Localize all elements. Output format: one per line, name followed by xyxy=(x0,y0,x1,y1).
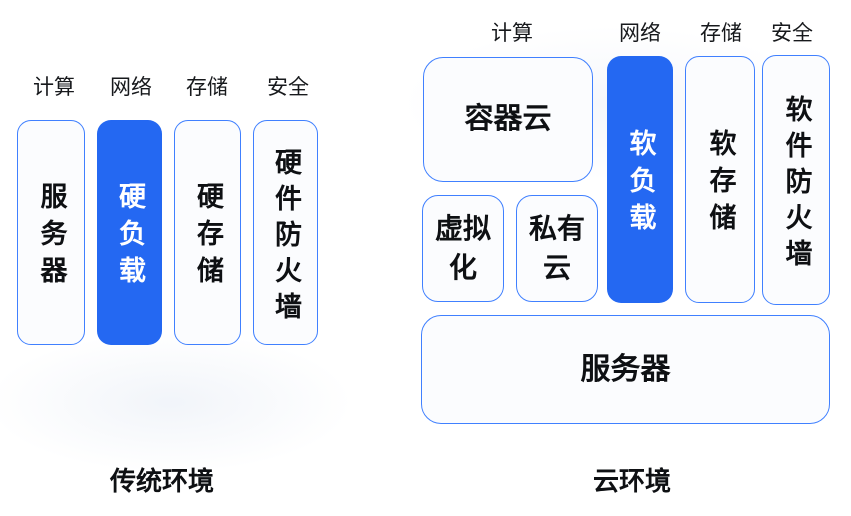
box-virtualization-label: 虚拟化 xyxy=(434,212,491,283)
column-header-compute-traditional: 计算 xyxy=(33,76,75,99)
column-header-network-traditional: 网络 xyxy=(110,76,152,99)
traditional-environment-title: 传统环境 xyxy=(109,466,214,496)
cloud-environment-title: 云环境 xyxy=(592,466,671,496)
box-server-traditional: 服务器 xyxy=(17,120,85,345)
box-hard-load-balancer: 硬负载 xyxy=(97,120,162,345)
column-header-storage-cloud: 存储 xyxy=(700,22,742,45)
box-software-firewall: 软件防火墙 xyxy=(762,55,830,305)
box-hard-storage: 硬存储 xyxy=(174,120,241,345)
box-server-traditional-label: 服务器 xyxy=(36,182,67,293)
column-header-network-cloud: 网络 xyxy=(619,22,661,45)
column-header-compute-cloud: 计算 xyxy=(491,22,533,45)
box-soft-load-balancer-label: 软负载 xyxy=(625,129,656,240)
box-hard-storage-label: 硬存储 xyxy=(193,182,223,293)
column-header-security-cloud: 安全 xyxy=(771,22,813,45)
box-container-cloud-label: 容器云 xyxy=(464,103,552,136)
box-private-cloud: 私有云 xyxy=(516,195,598,302)
box-hardware-firewall: 硬件防火墙 xyxy=(253,120,318,345)
box-soft-storage: 软存储 xyxy=(685,56,755,303)
box-server-cloud: 服务器 xyxy=(421,315,830,424)
box-virtualization: 虚拟化 xyxy=(422,195,504,302)
column-header-security-traditional: 安全 xyxy=(267,76,309,99)
column-header-storage-traditional: 存储 xyxy=(186,76,228,99)
box-server-cloud-label: 服务器 xyxy=(580,352,671,386)
box-private-cloud-label: 私有云 xyxy=(528,212,585,283)
box-soft-load-balancer: 软负载 xyxy=(607,56,673,303)
box-software-firewall-label: 软件防火墙 xyxy=(781,95,812,275)
box-hard-load-balancer-label: 硬负载 xyxy=(115,182,145,293)
box-container-cloud: 容器云 xyxy=(423,57,593,182)
box-soft-storage-label: 软存储 xyxy=(705,129,736,240)
box-hardware-firewall-label: 硬件防火墙 xyxy=(271,147,301,328)
